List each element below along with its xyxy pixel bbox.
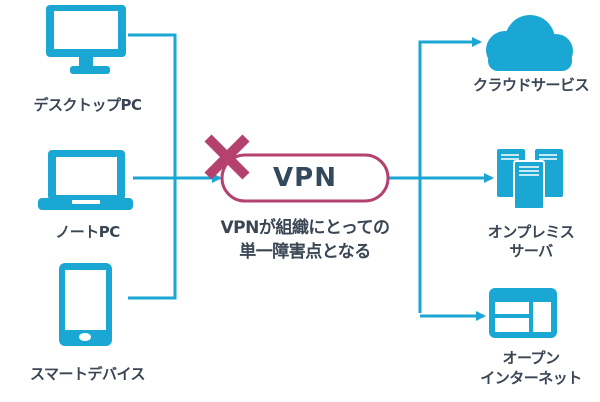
onprem-server-label-line2: サーバ: [509, 242, 553, 260]
connector-cloud: [418, 37, 482, 313]
right-connectors: [388, 37, 494, 321]
open-internet-label-line2: インターネット: [480, 369, 582, 387]
cloud-icon: [486, 15, 573, 71]
vpn-caption-line1: VPNが組織にとっての: [220, 218, 390, 238]
left-connectors: [128, 33, 222, 300]
vpn-gateway-box: [220, 153, 390, 203]
vpn-caption: VPNが組織にとっての 単一障害点となる: [190, 216, 420, 264]
connector-desktop: [128, 33, 177, 300]
vpn-caption-line2: 単一障害点となる: [239, 242, 371, 262]
laptop-icon: [38, 150, 133, 210]
desktop-pc-label: デスクトップPC: [33, 96, 142, 114]
onprem-server-label-line1: オンプレミス: [487, 223, 575, 241]
vpn-label: VPN: [273, 163, 337, 193]
cloud-service-label: クラウドサービス: [472, 76, 590, 94]
server-rack-icon: [497, 149, 563, 210]
desktop-monitor-icon: [46, 5, 126, 74]
failure-x-icon: [204, 134, 250, 180]
browser-window-icon: [489, 288, 557, 338]
laptop-pc-label: ノートPC: [55, 223, 120, 241]
smartphone-icon: [59, 263, 112, 346]
open-internet-label-line1: オープン: [502, 349, 560, 367]
smart-device-label: スマートデバイス: [29, 365, 146, 383]
